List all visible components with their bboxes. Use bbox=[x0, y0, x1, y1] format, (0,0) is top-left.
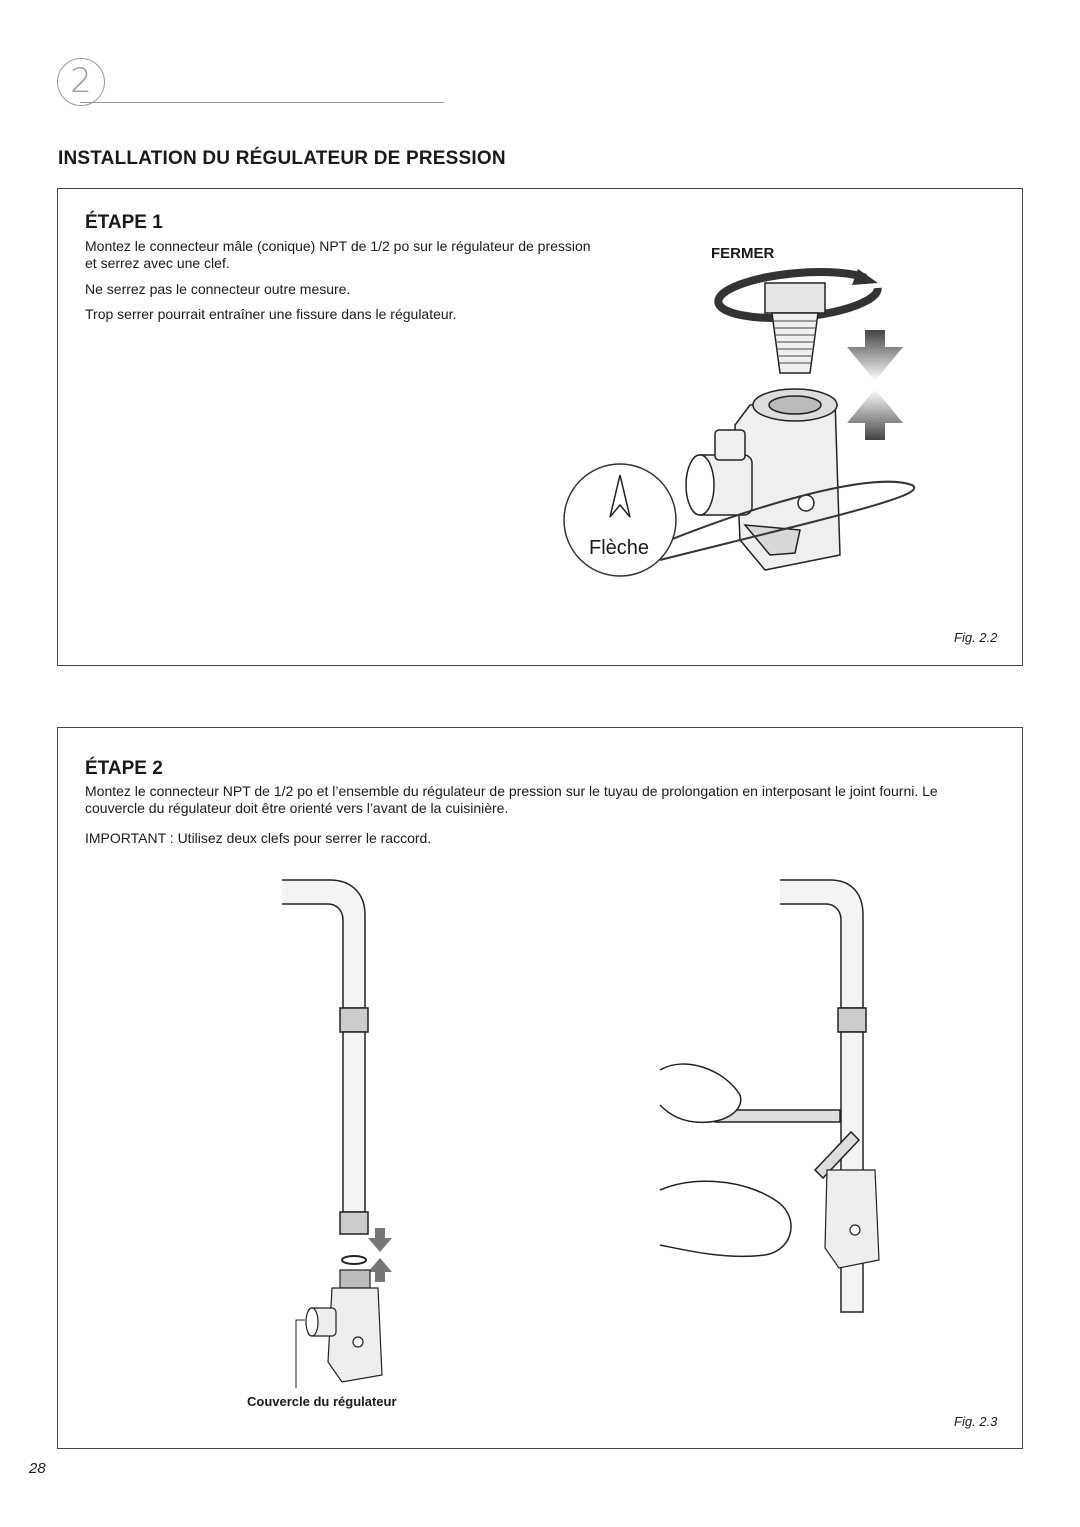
down-arrow-icon bbox=[847, 330, 903, 381]
regulator-small-icon bbox=[305, 1269, 383, 1383]
step2-panel bbox=[57, 727, 1023, 1449]
figure-caption-2-3: Fig. 2.3 bbox=[954, 1414, 998, 1429]
section-title: INSTALLATION DU RÉGULATEUR DE PRESSION bbox=[58, 148, 506, 169]
arrow-label: Flèche bbox=[589, 537, 650, 559]
up-arrow-icon bbox=[847, 389, 903, 440]
assembly-arrows-icon bbox=[368, 1228, 392, 1282]
wrench-tightening-illustration bbox=[659, 879, 880, 1313]
wrench-icon bbox=[714, 1109, 861, 1180]
tighten-label: FERMER bbox=[711, 245, 775, 262]
extension-pipe-icon bbox=[282, 879, 369, 1235]
header-rule bbox=[80, 102, 444, 103]
step2-paragraph-2: IMPORTANT : Utilisez deux clefs pour ser… bbox=[85, 830, 432, 846]
pressure-regulator-icon bbox=[685, 388, 841, 571]
figure-caption-2-2: Fig. 2.2 bbox=[954, 630, 998, 645]
step2-title: ÉTAPE 2 bbox=[85, 758, 163, 779]
regulator-right-icon bbox=[824, 1169, 880, 1269]
arrow-callout bbox=[563, 463, 916, 577]
step1-panel bbox=[57, 188, 1023, 666]
cover-callout-line bbox=[295, 1319, 305, 1388]
step1-paragraph-1: Montez le connecteur mâle (conique) NPT … bbox=[85, 238, 591, 271]
step1-paragraph-2: Ne serrez pas le connecteur outre mesure… bbox=[85, 281, 351, 297]
direction-arrow-icon bbox=[609, 474, 631, 518]
step1-title: ÉTAPE 1 bbox=[85, 212, 163, 233]
gasket-icon bbox=[341, 1255, 367, 1265]
regulator-assembly-illustration bbox=[563, 268, 916, 577]
step2-paragraph-1: Montez le connecteur NPT de 1/2 po et l’… bbox=[85, 783, 938, 816]
regulator-cover-label: Couvercle du régulateur bbox=[247, 1394, 397, 1409]
npt-connector-icon bbox=[764, 282, 826, 374]
pipe-assembly-illustration bbox=[282, 879, 392, 1388]
chapter-number-badge: 2 bbox=[57, 58, 105, 106]
page-number: 28 bbox=[29, 1460, 46, 1477]
hand-icon bbox=[659, 1063, 792, 1258]
step1-paragraph-3: Trop serrer pourrait entraîner une fissu… bbox=[85, 306, 457, 322]
